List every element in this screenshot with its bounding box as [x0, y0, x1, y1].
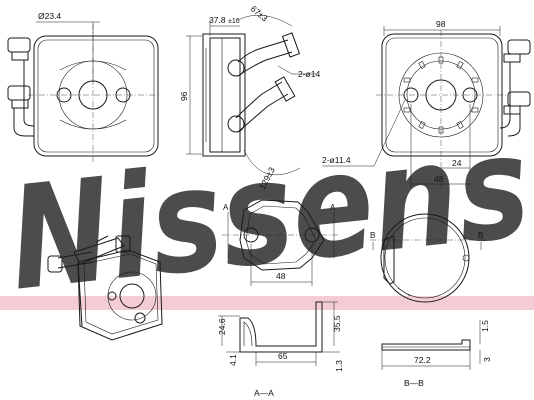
isometric-view: [47, 235, 163, 341]
profile-a-view: 24.6 4.1 65 35.5 1.3 A—A: [217, 301, 344, 398]
dim-3: 3: [482, 357, 492, 362]
dim-72-2: 72.2: [414, 355, 431, 365]
dim-37-8: 37.8: [209, 15, 226, 25]
dim-1-3: 1.3: [334, 360, 344, 372]
dim-48-section: 48: [276, 271, 286, 281]
watermark-stripe: [0, 296, 534, 310]
dim-bore-dia: Ø23.4: [38, 11, 61, 21]
watermark-text: Nissens: [2, 104, 534, 322]
slot-ring: [403, 56, 479, 134]
dim-24: 24: [452, 158, 462, 168]
front-view-right: 98 24 48 2-ø11.4: [322, 19, 531, 190]
front-view-left: Ø23.4: [7, 11, 160, 164]
dim-24-6: 24.6: [217, 318, 227, 335]
dim-1-5: 1.5: [480, 320, 490, 332]
dim-hole-dia: 2-ø11.4: [322, 155, 351, 165]
section-mark-a-right: A: [330, 203, 336, 212]
section-mark-b-left: B: [370, 231, 375, 240]
section-mark-b-right: B: [478, 231, 483, 240]
pipe-stubs: [7, 37, 35, 137]
dim-width-98: 98: [436, 19, 446, 29]
right-pipe-stubs: [499, 39, 531, 137]
dim-35-5: 35.5: [332, 315, 342, 332]
dim-65: 65: [278, 351, 288, 361]
section-a-view: A A 48: [222, 199, 340, 286]
caption-section-b: B—B: [404, 378, 424, 388]
section-mark-a-left: A: [223, 203, 229, 212]
dim-67: 67±3: [249, 4, 270, 24]
dim-16: ±16: [228, 18, 240, 25]
dim-4-1: 4.1: [228, 354, 238, 366]
section-b-view: B B: [370, 213, 486, 303]
dim-pipe-dia: 2-ø14: [298, 69, 320, 79]
profile-b-view: 72.2 1.5 3 B—B: [381, 320, 492, 388]
caption-section-a: A—A: [254, 388, 274, 398]
dim-height-96: 96: [179, 91, 189, 101]
dim-48-front: 48: [434, 174, 444, 184]
